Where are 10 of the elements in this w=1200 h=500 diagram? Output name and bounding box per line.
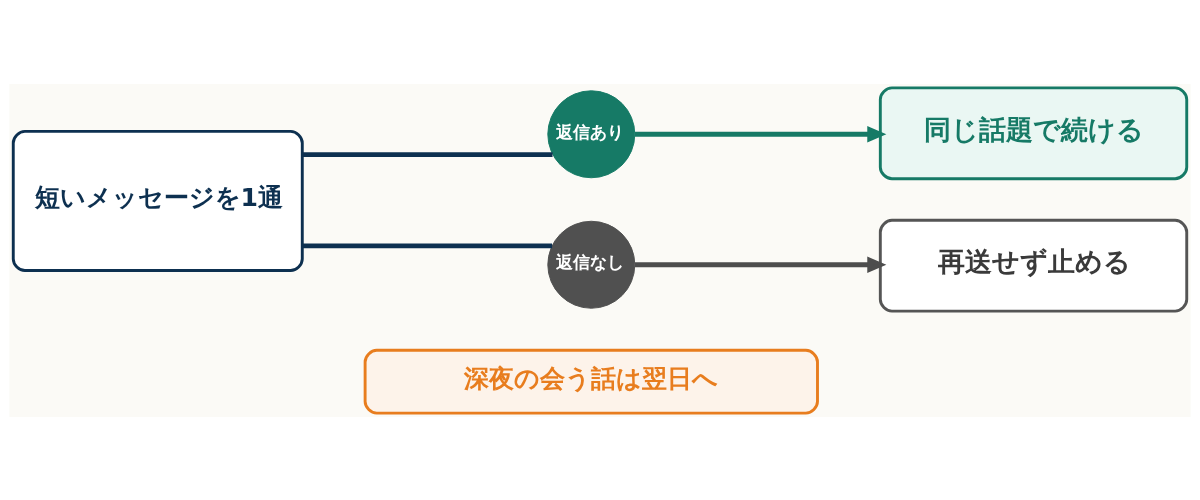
arrow — [634, 125, 887, 143]
node-box: 短いメッセージを1通 — [11, 129, 304, 272]
node-box: 深夜の会う話は翌日へ — [363, 348, 819, 415]
arrow — [634, 255, 887, 273]
node-box: 再送せず止める — [878, 218, 1189, 313]
node-circle: 返信なし — [547, 220, 636, 309]
connector — [302, 151, 553, 157]
connector — [302, 243, 553, 248]
node-circle: 返信あり — [547, 89, 636, 178]
node-box: 同じ話題で続ける — [878, 85, 1189, 180]
